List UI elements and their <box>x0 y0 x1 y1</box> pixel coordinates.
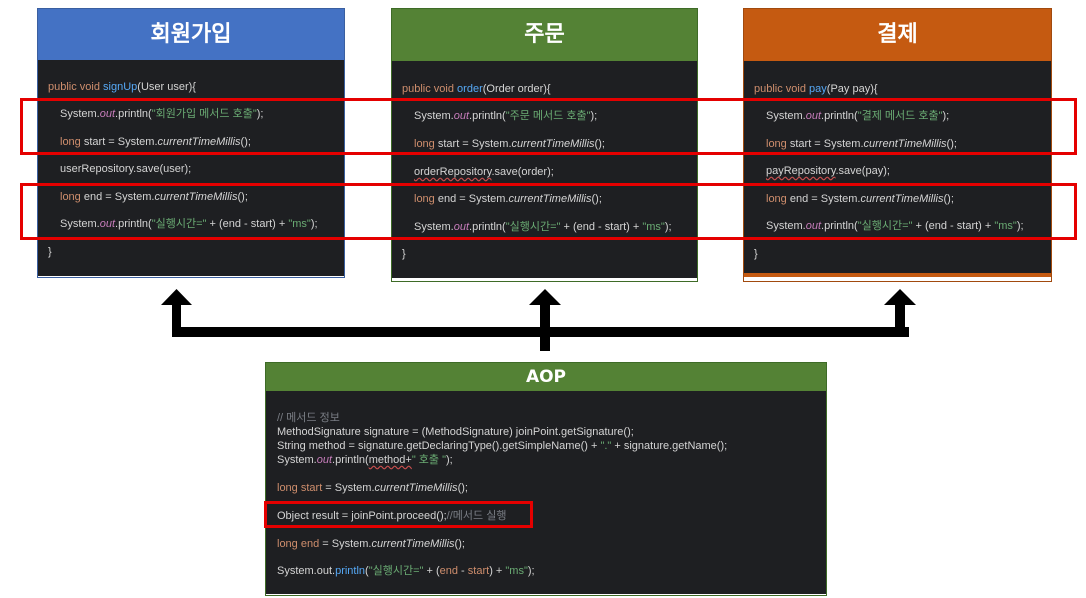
signup-close-brace: } <box>48 246 52 258</box>
pay-line-start: long start = System.currentTimeMillis(); <box>766 138 957 150</box>
pay-card: 결제 public void pay(Pay pay){ System.out.… <box>743 8 1052 282</box>
pay-line-elapsed: System.out.println("실행시간=" + (end - star… <box>766 220 1024 232</box>
aop-line-proceed: Object result = joinPoint.proceed();//메서… <box>277 510 507 522</box>
order-signature-line: public void order(Order order){ <box>402 83 551 95</box>
pay-signature-line: public void pay(Pay pay){ <box>754 83 878 95</box>
aop-line-start: long start = System.currentTimeMillis(); <box>277 482 468 494</box>
connector-left-shaft <box>172 304 181 337</box>
aop-comment-method-info: // 메서드 정보 <box>277 412 340 424</box>
signup-code-block: public void signUp(User user){ System.ou… <box>38 60 344 276</box>
aop-line-print-call: System.out.println(method+" 호출 "); <box>277 454 453 466</box>
connector-right-shaft <box>895 304 905 337</box>
signup-line-end: long end = System.currentTimeMillis(); <box>60 191 248 203</box>
signup-line-start: long start = System.currentTimeMillis(); <box>60 136 251 148</box>
pay-line-save: payRepository.save(pay); <box>766 165 890 177</box>
signup-signature-line: public void signUp(User user){ <box>48 81 196 93</box>
order-line-print: System.out.println("주문 메서드 호출"); <box>414 110 598 122</box>
aop-card: AOP // 메서드 정보 MethodSignature signature … <box>265 362 827 596</box>
order-card-title: 주문 <box>392 9 697 61</box>
aop-line-elapsed: System.out.println("실행시간=" + (end - star… <box>277 565 535 577</box>
arrow-up-center-icon <box>529 289 561 305</box>
arrow-up-right-icon <box>884 289 916 305</box>
aop-line-end: long end = System.currentTimeMillis(); <box>277 538 465 550</box>
pay-line-print: System.out.println("결제 메서드 호출"); <box>766 110 950 122</box>
connector-center-shaft <box>540 304 550 351</box>
pay-card-title: 결제 <box>744 9 1051 61</box>
order-line-elapsed: System.out.println("실행시간=" + (end - star… <box>414 221 672 233</box>
aop-code-block: // 메서드 정보 MethodSignature signature = (M… <box>266 391 826 594</box>
signup-line-elapsed: System.out.println("실행시간=" + (end - star… <box>60 218 318 230</box>
order-close-brace: } <box>402 248 406 260</box>
aop-card-title: AOP <box>266 363 826 391</box>
pay-code-block: public void pay(Pay pay){ System.out.pri… <box>744 61 1051 277</box>
order-line-end: long end = System.currentTimeMillis(); <box>414 193 602 205</box>
order-line-start: long start = System.currentTimeMillis(); <box>414 138 605 150</box>
signup-card: 회원가입 public void signUp(User user){ Syst… <box>37 8 345 278</box>
order-code-block: public void order(Order order){ System.o… <box>392 61 697 278</box>
pay-close-brace: } <box>754 248 758 260</box>
signup-card-title: 회원가입 <box>38 9 344 60</box>
pay-line-end: long end = System.currentTimeMillis(); <box>766 193 954 205</box>
signup-line-print: System.out.println("회원가입 메서드 호출"); <box>60 108 264 120</box>
order-card: 주문 public void order(Order order){ Syste… <box>391 8 698 282</box>
order-line-save: orderRepository.save(order); <box>414 166 554 178</box>
aop-line-signature: MethodSignature signature = (MethodSigna… <box>277 426 634 438</box>
arrow-up-left-icon <box>161 289 192 305</box>
aop-line-method-name: String method = signature.getDeclaringTy… <box>277 440 728 452</box>
signup-line-save: userRepository.save(user); <box>60 163 192 175</box>
